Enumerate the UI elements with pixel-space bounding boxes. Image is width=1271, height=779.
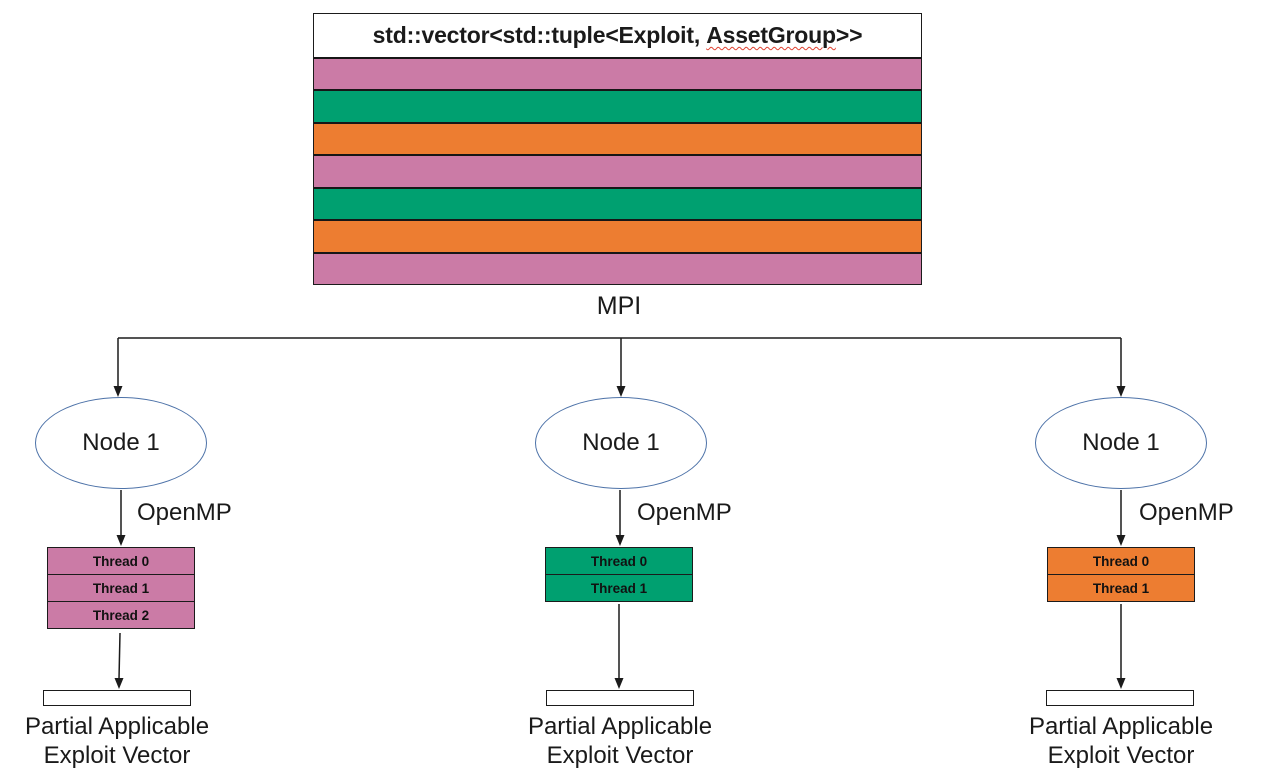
result-label-line2: Exploit Vector	[1047, 742, 1195, 769]
vector-stripe	[314, 89, 921, 122]
vector-box-title-prefix: std::vector<std::tuple<Exploit,	[372, 22, 707, 48]
openmp-label-right: OpenMP	[1139, 499, 1234, 526]
result-label-line2: Exploit Vector	[546, 742, 694, 769]
mpi-label: MPI	[596, 292, 642, 320]
result-vector-rect-mid	[546, 690, 694, 706]
vector-stripe	[314, 219, 921, 252]
openmp-label-left: OpenMP	[137, 499, 232, 526]
node-ellipse-right: Node 1	[1035, 397, 1207, 489]
result-vector-rect-left	[43, 690, 191, 706]
vector-box: std::vector<std::tuple<Exploit, AssetGro…	[313, 13, 922, 285]
vector-box-title-flagged-word: AssetGroup	[706, 22, 836, 48]
thread-row: Thread 1	[1047, 573, 1195, 603]
threads-to-result-arrow-mid	[614, 604, 624, 689]
thread-stack-right: Thread 0 Thread 1	[1047, 547, 1195, 603]
thread-row: Thread 0	[1047, 547, 1195, 576]
mpi-fanout-connector	[113, 337, 1126, 397]
result-label-line2: Exploit Vector	[43, 742, 191, 769]
thread-row: Thread 1	[47, 573, 195, 603]
vector-box-title: std::vector<std::tuple<Exploit, AssetGro…	[314, 14, 921, 57]
result-label-line1: Partial Applicable	[1028, 713, 1214, 740]
vector-stripe	[314, 154, 921, 187]
vector-box-title-suffix: >>	[835, 22, 863, 48]
thread-row: Thread 0	[47, 547, 195, 576]
thread-stack-left: Thread 0 Thread 1 Thread 2	[47, 547, 195, 630]
vector-stripe	[314, 251, 921, 284]
result-label-line1: Partial Applicable	[24, 713, 210, 740]
threads-to-result-arrow-left	[114, 632, 124, 689]
thread-stack-mid: Thread 0 Thread 1	[545, 547, 693, 603]
result-label-right: Partial Applicable Exploit Vector	[1001, 712, 1241, 770]
node-to-threads-arrow-right	[1116, 490, 1126, 546]
vector-stripe	[314, 186, 921, 220]
result-label-mid: Partial Applicable Exploit Vector	[500, 712, 740, 770]
threads-to-result-arrow-right	[1116, 604, 1126, 689]
thread-row: Thread 1	[545, 573, 693, 603]
thread-row: Thread 0	[545, 547, 693, 576]
openmp-label-mid: OpenMP	[637, 499, 732, 526]
result-label-line1: Partial Applicable	[527, 713, 713, 740]
vector-box-stripes	[314, 57, 921, 284]
node-to-threads-arrow-mid	[615, 490, 625, 546]
node-ellipse-mid: Node 1	[535, 397, 707, 489]
node-to-threads-arrow-left	[116, 490, 126, 546]
result-vector-rect-right	[1046, 690, 1194, 706]
node-label: Node 1	[82, 429, 160, 456]
node-ellipse-left: Node 1	[35, 397, 207, 489]
vector-stripe	[314, 57, 921, 90]
thread-row: Thread 2	[47, 600, 195, 630]
node-label: Node 1	[582, 429, 660, 456]
vector-stripe	[314, 121, 921, 155]
node-label: Node 1	[1082, 429, 1160, 456]
result-label-left: Partial Applicable Exploit Vector	[0, 712, 237, 770]
